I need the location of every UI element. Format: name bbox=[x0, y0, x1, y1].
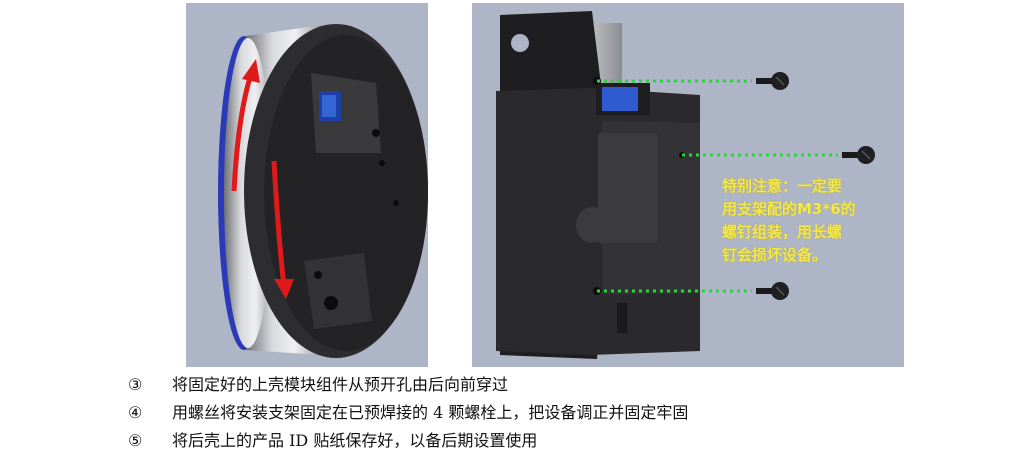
step-item: ③ 将固定好的上壳模块组件从预开孔由后向前穿过 bbox=[128, 371, 688, 399]
arrow-head-down bbox=[274, 279, 294, 299]
screw-hole bbox=[372, 129, 380, 137]
bottom-boss bbox=[304, 253, 372, 329]
step-number: ③ bbox=[128, 375, 143, 394]
back-face-inner bbox=[264, 35, 428, 351]
rotate-arrow-down bbox=[271, 160, 287, 288]
ear-hole bbox=[511, 34, 529, 52]
module-rotation-image bbox=[186, 3, 428, 367]
callout-line: 用支架配的M3*6的 bbox=[722, 200, 856, 218]
step-number: ④ bbox=[128, 403, 143, 422]
rotate-arrow-up bbox=[231, 70, 255, 192]
sticker bbox=[322, 95, 336, 117]
screw-hole bbox=[324, 296, 338, 310]
bracket-slot bbox=[617, 303, 627, 333]
screw-hole bbox=[393, 200, 399, 206]
screw-icon bbox=[756, 282, 789, 300]
step-text: 将固定好的上壳模块组件从预开孔由后向前穿过 bbox=[172, 375, 509, 394]
step-text: 将后壳上的产品 ID 贴纸保存好，以备后期设置使用 bbox=[172, 431, 538, 450]
arrow-head-up bbox=[242, 59, 260, 83]
step-text: 用螺丝将安装支架固定在已预焊接的 4 颗螺栓上，把设备调正并固定牢固 bbox=[172, 403, 689, 422]
warning-callout: 特别注意：一定要 用支架配的M3*6的 螺钉组装，用长螺 钉会损坏设备。 bbox=[722, 175, 902, 267]
instruction-steps: ③ 将固定好的上壳模块组件从预开孔由后向前穿过 ④ 用螺丝将安装支架固定在已预焊接的… bbox=[128, 371, 688, 455]
bracket-screw-image bbox=[472, 3, 904, 367]
step-item: ④ 用螺丝将安装支架固定在已预焊接的 4 颗螺栓上，把设备调正并固定牢固 bbox=[128, 399, 688, 427]
bracket-tab-round bbox=[576, 207, 608, 243]
step-number: ⑤ bbox=[128, 431, 143, 450]
callout-line: 钉会损坏设备。 bbox=[722, 246, 828, 264]
bracket-tab bbox=[598, 133, 658, 243]
bracket-screw-drawing bbox=[496, 11, 875, 359]
screw-icon bbox=[842, 146, 875, 164]
callout-line: 螺钉组装，用长螺 bbox=[722, 223, 843, 241]
callout-line: 特别注意：一定要 bbox=[722, 177, 843, 195]
module-rotation-drawing bbox=[218, 24, 428, 358]
screw-icon bbox=[756, 72, 789, 90]
step-item: ⑤ 将后壳上的产品 ID 贴纸保存好，以备后期设置使用 bbox=[128, 427, 688, 455]
bracket-ear-top bbox=[500, 11, 602, 98]
screw-hole bbox=[314, 271, 322, 279]
screw-hole bbox=[379, 160, 385, 166]
sticker bbox=[602, 87, 638, 111]
